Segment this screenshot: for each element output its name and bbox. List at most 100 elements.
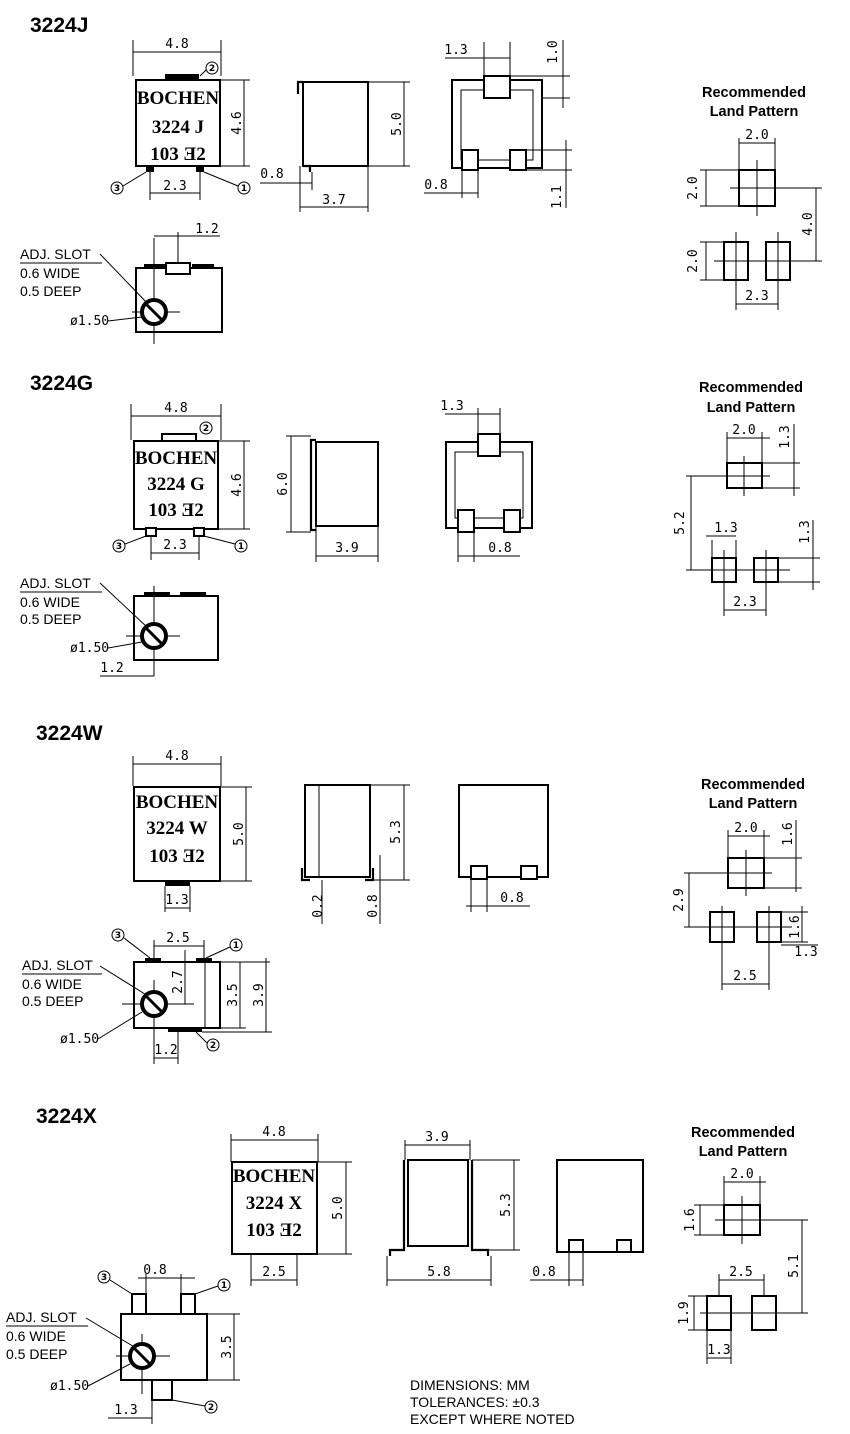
land-g-pad-height: 1.3 [798, 520, 813, 543]
dim-w-side-height: 5.3 [389, 820, 404, 843]
pin-1-label-x: 1 [221, 1281, 227, 1291]
dim-g-adj-offset: 1.2 [100, 661, 123, 676]
land-j-pitch: 2.3 [745, 289, 768, 304]
adj-view-3224x: 0.8 3 1 2 3.5 1.3 ADJ. SLOT 0.6 WIDE 0.5… [6, 1263, 240, 1424]
bottom-view-3224w: 0.8 [458, 784, 549, 912]
dim-w-height: 5.0 [232, 822, 247, 845]
land-w-title-2: Land Pattern [709, 796, 798, 812]
side-view-3224g: 6.0 3.9 [276, 435, 379, 562]
side-view-3224x: 3.9 5.3 5.8 [386, 1130, 520, 1286]
dim-x-width: 4.8 [262, 1125, 285, 1140]
dim-w-width: 4.8 [165, 749, 188, 764]
land-w-top-height: 1.6 [781, 822, 796, 845]
dim-j-width: 4.8 [165, 37, 188, 52]
dim-x-adj-gap: 0.8 [143, 1263, 166, 1278]
dim-j-adj-offset: 1.2 [195, 222, 218, 237]
dim-w-adj-total: 3.9 [252, 983, 267, 1006]
dim-g-height: 4.6 [230, 473, 245, 496]
marking-line-1: BOCHEN [137, 88, 220, 109]
adj-slot-deep-g: 0.5 DEEP [20, 611, 81, 627]
marking-line-1-x: BOCHEN [233, 1166, 316, 1187]
land-x-pad-height: 1.9 [677, 1301, 692, 1324]
section-3224x: 3224X 4.8 BOCHEN 3224 X 103 Ǝ2 5.0 2.5 3… [6, 1105, 808, 1424]
dim-w-bottom-pad: 0.8 [500, 891, 523, 906]
marking-line-3-x: 103 Ǝ2 [246, 1220, 301, 1241]
bottom-view-3224j: 1.3 1.0 0.8 1.1 [424, 40, 572, 209]
land-x-top-height: 1.6 [683, 1208, 698, 1231]
land-g-top-height: 1.3 [778, 425, 793, 448]
dim-g-diameter: ø1.50 [70, 641, 109, 656]
dim-w-side-foot: 0.8 [366, 894, 381, 917]
dim-w-pin: 1.3 [165, 893, 188, 908]
land-j-width: 2.0 [745, 128, 768, 143]
pin-1-label: 1 [241, 184, 247, 194]
land-x-pad-width: 1.3 [707, 1343, 730, 1358]
dim-j-bottom-width: 1.3 [444, 43, 467, 58]
dim-g-side-depth: 3.9 [335, 541, 358, 556]
marking-line-1-w: BOCHEN [136, 792, 219, 813]
land-pattern-3224w: Recommended Land Pattern 2.0 1.6 2.9 1.6… [672, 777, 818, 990]
land-x-width: 2.0 [730, 1167, 753, 1182]
section-3224j: 3224J 4.8 BOCHEN 3224 J 103 Ǝ2 2.3 4.6 2… [20, 14, 822, 344]
dim-g-width: 4.8 [164, 401, 187, 416]
pin-2-label-g: 2 [203, 424, 209, 434]
adj-view-3224w: 2.5 2.7 3.5 3.9 3 1 2 1.2 ADJ. SLOT 0.6 … [22, 928, 272, 1064]
adj-slot-wide-x: 0.6 WIDE [6, 1328, 66, 1344]
land-g-pad-width: 1.3 [714, 521, 737, 536]
dim-x-diameter: ø1.50 [50, 1379, 89, 1394]
dim-x-pitch: 2.5 [262, 1265, 285, 1280]
pin-1-label-g: 1 [238, 542, 244, 552]
adj-slot-deep: 0.5 DEEP [20, 283, 81, 299]
dim-w-adj-depth: 2.7 [171, 970, 186, 993]
marking-line-2-w: 3224 W [146, 818, 207, 839]
dim-x-side-width: 3.9 [425, 1130, 448, 1145]
pin-3-label-g: 3 [116, 542, 122, 552]
marking-line-3-g: 103 Ǝ2 [148, 500, 203, 521]
section-3224g: 3224G 4.8 BOCHEN 3224 G 103 Ǝ2 2.3 4.6 2… [20, 372, 820, 677]
bottom-view-3224g: 1.3 0.8 [440, 399, 533, 562]
dim-x-side-span: 5.8 [427, 1265, 450, 1280]
dim-g-bottom-pad: 0.8 [488, 541, 511, 556]
land-pattern-3224x: Recommended Land Pattern 2.0 1.6 5.1 2.5… [677, 1125, 808, 1364]
top-view-3224g: 4.8 BOCHEN 3224 G 103 Ǝ2 2.3 4.6 2 3 1 [112, 401, 250, 560]
dim-x-adj-height: 3.5 [220, 1335, 235, 1358]
dim-g-bottom-width: 1.3 [440, 399, 463, 414]
dim-g-side-height: 6.0 [276, 472, 291, 495]
land-title-line-1: Recommended [702, 85, 806, 101]
model-title-3224g: 3224G [30, 372, 93, 395]
side-view-3224w: 5.3 0.2 0.8 [300, 784, 410, 924]
adj-slot-label-w: ADJ. SLOT [22, 957, 93, 973]
adj-slot-wide-w: 0.6 WIDE [22, 976, 82, 992]
land-pattern-3224g: Recommended Land Pattern 2.0 1.3 5.2 1.3… [673, 380, 820, 616]
land-g-title-2: Land Pattern [707, 400, 796, 416]
land-x-title-2: Land Pattern [699, 1144, 788, 1160]
dim-w-adj-offset: 1.2 [154, 1043, 177, 1058]
model-title-3224j: 3224J [30, 14, 88, 37]
dim-j-side-depth: 3.7 [322, 193, 345, 208]
dim-j-side-lead: 0.8 [260, 167, 283, 182]
land-g-title-1: Recommended [699, 380, 803, 396]
pin-2-label-w: 2 [210, 1041, 216, 1051]
land-x-pitch: 2.5 [729, 1265, 752, 1280]
adj-view-3224g: ADJ. SLOT 0.6 WIDE 0.5 DEEP ø1.50 1.2 [20, 575, 219, 677]
land-title-line-2: Land Pattern [710, 104, 799, 120]
adj-slot-label: ADJ. SLOT [20, 246, 91, 262]
dim-x-height: 5.0 [331, 1196, 346, 1219]
pin-1-label-w: 1 [233, 941, 239, 951]
adj-slot-label-x: ADJ. SLOT [6, 1309, 77, 1325]
marking-line-2: 3224 J [152, 117, 204, 138]
dim-j-bottom-gap: 1.0 [546, 40, 561, 63]
land-j-span: 4.0 [801, 212, 816, 235]
dim-j-bottom-pad: 0.8 [424, 178, 447, 193]
land-w-pad-height: 1.6 [788, 915, 803, 938]
marking-line-2-g: 3224 G [147, 474, 205, 495]
note-tolerances: TOLERANCES: ±0.3 [410, 1394, 540, 1410]
adj-slot-label-g: ADJ. SLOT [20, 575, 91, 591]
pin-2-label-x: 2 [208, 1403, 214, 1413]
dim-j-diameter: ø1.50 [70, 314, 109, 329]
dim-g-pitch: 2.3 [163, 538, 186, 553]
section-3224w: 3224W 4.8 BOCHEN 3224 W 103 Ǝ2 1.3 5.0 5… [22, 722, 818, 1064]
adj-slot-deep-x: 0.5 DEEP [6, 1346, 67, 1362]
marking-line-3: 103 Ǝ2 [150, 144, 205, 165]
